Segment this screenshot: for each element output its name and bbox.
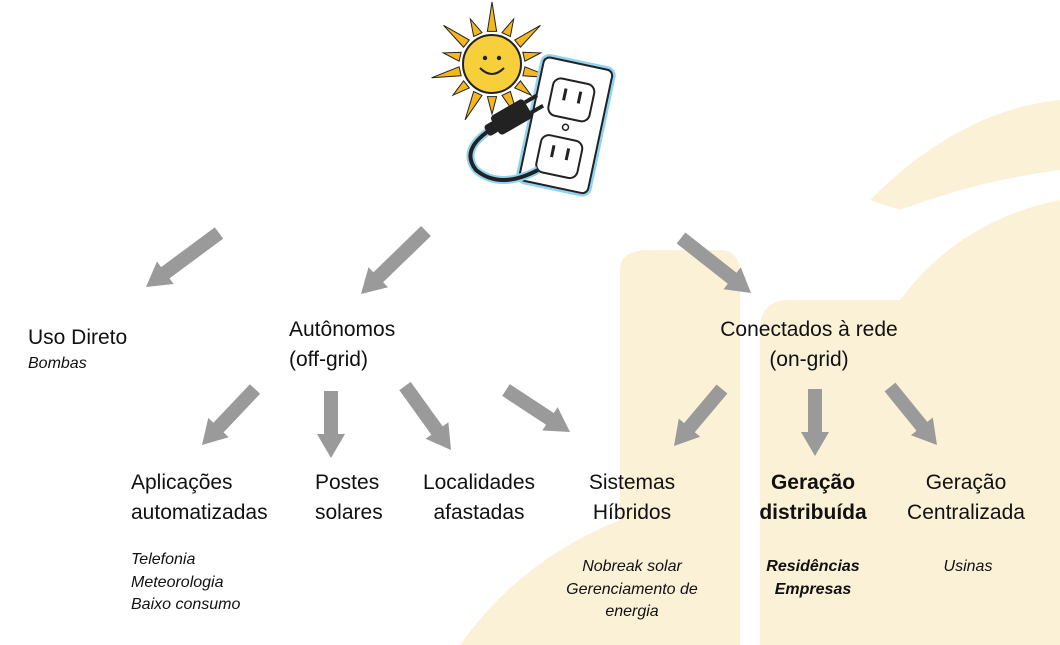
watermark-shape [760, 300, 900, 645]
node-uso-direto: Uso Direto [28, 323, 127, 353]
node-distribuida: Geração distribuída [750, 468, 876, 528]
node-aplicacoes-line-1: Aplicações [131, 471, 233, 494]
watermark-shape [620, 250, 740, 645]
watermark-shape [870, 100, 1060, 210]
sun-ray [469, 17, 483, 38]
sub-item: Baixo consumo [131, 596, 241, 613]
node-localidades-line-2: afastadas [433, 501, 525, 524]
node-postes: Postes solares [315, 468, 383, 528]
sun-rays [431, 1, 553, 121]
node-aplicacoes-sub: Telefonia Meteorologia Baixo consumo [131, 549, 240, 617]
sun-ray [451, 79, 471, 97]
node-localidades-line-1: Localidades [422, 471, 536, 494]
plug-and-cord [466, 93, 545, 184]
node-hibridos-sub: Nobreak solar Gerenciamento de energia [552, 556, 712, 624]
sub-item: Telefonia [131, 551, 196, 568]
watermark-shape [460, 520, 620, 645]
sub-item: Usinas [943, 558, 993, 575]
sun-ray [513, 24, 541, 48]
node-aplicacoes: Aplicações automatizadas [131, 468, 268, 528]
node-centralizada-line-2: Centralizada [907, 501, 1025, 524]
arrow-icon [202, 384, 261, 445]
sun-with-plug-and-outlet-icon [431, 1, 616, 197]
node-centralizada: Geração Centralizada [898, 468, 1034, 528]
node-distribuida-line-2: distribuída [759, 501, 867, 524]
sun-ray [443, 24, 471, 48]
node-centralizada-line-1: Geração [925, 471, 1007, 494]
node-distribuida-sub: Residências Empresas [749, 556, 877, 601]
node-conectados-line-1: Conectados à rede [720, 318, 898, 341]
node-postes-line-1: Postes [315, 471, 380, 494]
node-localidades: Localidades afastadas [413, 468, 545, 528]
sun-ray [513, 79, 533, 97]
sun-face [462, 34, 522, 94]
node-autonomos: Autônomos (off-grid) [289, 315, 395, 375]
sun-ray [486, 96, 498, 116]
sun-ray [431, 66, 462, 79]
node-autonomos-line-1: Autônomos [289, 318, 396, 341]
node-conectados-line-2: (on-grid) [769, 348, 849, 371]
node-uso-direto-title: Uso Direto [28, 326, 128, 349]
arrow-icon [801, 389, 829, 456]
node-distribuida-line-1: Geração [770, 471, 856, 494]
node-aplicacoes-line-2: automatizadas [131, 501, 268, 524]
node-centralizada-sub: Usinas [908, 556, 1028, 579]
node-hibridos: Sistemas Híbridos [572, 468, 692, 528]
sub-item: Nobreak solar [582, 558, 682, 575]
arrow-icon [674, 384, 728, 446]
arrow-icon [317, 391, 345, 458]
arrow-icon [676, 232, 751, 293]
sub-item: Gerenciamento de [566, 580, 698, 598]
watermark-shape [900, 200, 1060, 645]
node-conectados: Conectados à rede (on-grid) [709, 315, 909, 375]
node-hibridos-line-1: Sistemas [588, 471, 676, 494]
wall-outlet [516, 54, 616, 197]
sub-item: Meteorologia [131, 573, 224, 591]
sub-item: Residências [766, 558, 860, 575]
node-uso-direto-sub: Bombas [28, 355, 87, 372]
arrow-icon [399, 381, 451, 450]
node-hibridos-line-2: Híbridos [592, 501, 672, 524]
sun-ray [486, 1, 498, 32]
arrow-icon [146, 227, 224, 287]
sun-ray [501, 17, 515, 38]
arrow-icon [884, 382, 937, 445]
sun-ray [464, 90, 483, 121]
arrow-icon [502, 384, 570, 432]
sun-ray [441, 51, 462, 62]
node-autonomos-line-2: (off-grid) [289, 348, 368, 371]
sun-ray [522, 51, 543, 62]
sub-item: Empresas [774, 580, 852, 598]
sub-item: energia [605, 603, 659, 620]
node-postes-line-2: solares [315, 501, 383, 524]
arrow-icon [361, 226, 431, 294]
